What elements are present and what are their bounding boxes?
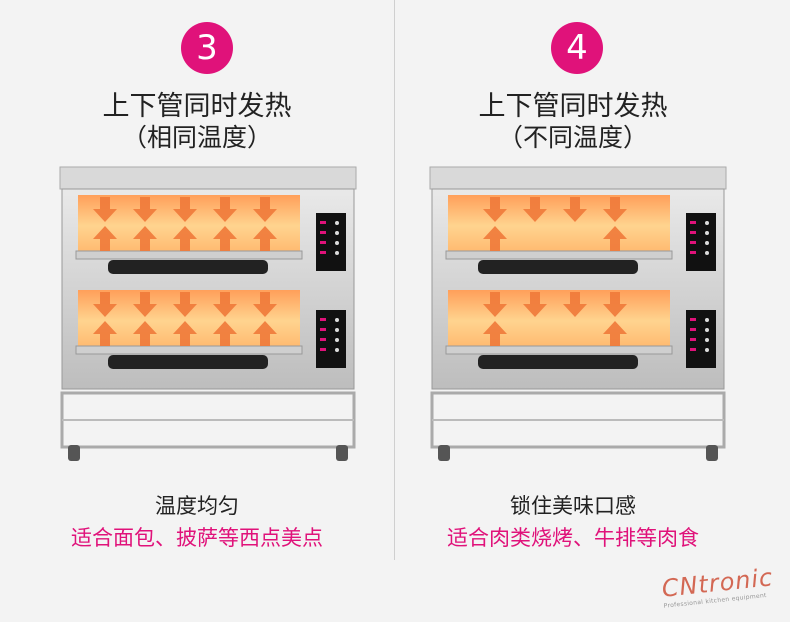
control-panel — [686, 213, 716, 368]
control-panel — [316, 213, 346, 368]
feature-description: 适合肉类烧烤、牛排等肉食 — [447, 526, 699, 550]
oven-illustration — [59, 166, 357, 461]
panel-title: 上下管同时发热 — [478, 91, 668, 122]
step-badge: 3 — [181, 22, 233, 74]
panel-different-temperature: 4 上下管同时发热 （不同温度） — [396, 0, 790, 622]
lower-chamber — [448, 290, 670, 352]
feature-description: 适合面包、披萨等西点美点 — [71, 526, 323, 550]
feature-caption: 温度均匀 — [155, 494, 239, 518]
step-badge: 4 — [551, 22, 603, 74]
panel-same-temperature: 3 上下管同时发热 （相同温度） — [0, 0, 394, 622]
heat-arrows — [93, 197, 277, 346]
upper-chamber — [448, 195, 670, 257]
oven-illustration — [429, 166, 727, 461]
panel-title: 上下管同时发热 — [102, 91, 292, 122]
panel-subtitle: （相同温度） — [121, 123, 272, 152]
heat-arrows — [483, 197, 627, 346]
panel-subtitle: （不同温度） — [497, 123, 648, 152]
feature-caption: 锁住美味口感 — [510, 494, 636, 518]
panel-divider — [394, 0, 395, 560]
